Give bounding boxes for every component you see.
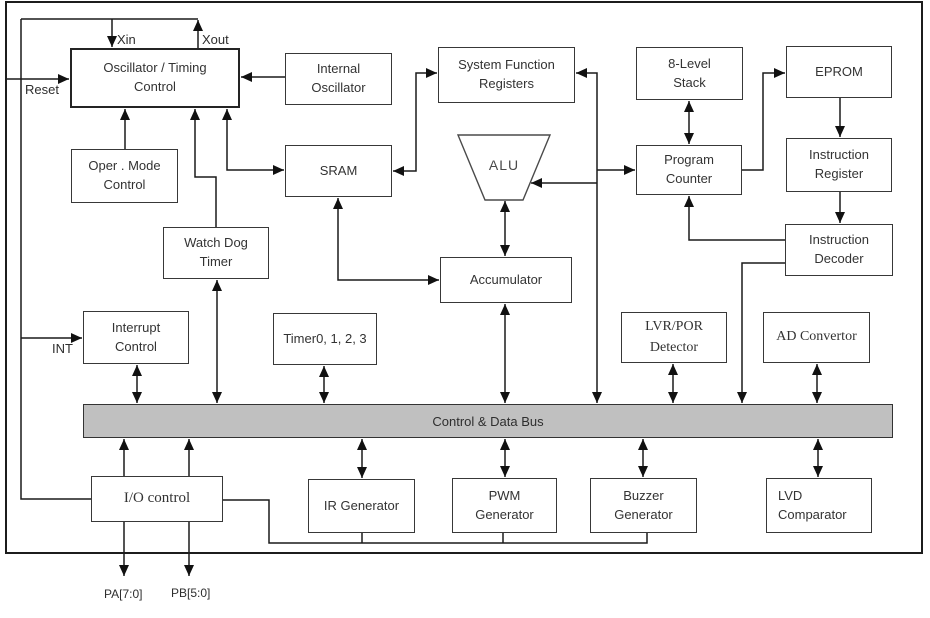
block-accumulator: Accumulator bbox=[440, 257, 572, 303]
block-eprom: EPROM bbox=[786, 46, 892, 98]
block-timer0123: Timer0, 1, 2, 3 bbox=[273, 313, 377, 365]
alu-shape bbox=[456, 134, 552, 201]
diagram-frame bbox=[5, 1, 923, 554]
pin-label-int: INT bbox=[52, 341, 73, 356]
block-alu-label: ALU bbox=[488, 157, 520, 173]
connector-sram-accumulator bbox=[333, 198, 439, 285]
block-ir-generator: IR Generator bbox=[308, 479, 415, 533]
connector-watchdog-osc bbox=[190, 109, 217, 227]
connector-instrdec-bus bbox=[737, 262, 785, 403]
pin-label-reset: Reset bbox=[25, 82, 59, 97]
connector-sram-sfr bbox=[393, 68, 437, 176]
block-ad-convertor: AD Convertor bbox=[763, 312, 870, 363]
connector-instrdec-pc bbox=[684, 196, 785, 241]
connector-iocontrol-generators bbox=[223, 499, 648, 544]
pin-label-pb: PB[5:0] bbox=[171, 586, 211, 600]
connector-osc-sram bbox=[222, 109, 284, 175]
connector-sfr-bus bbox=[576, 68, 602, 403]
connector-pin-trunk bbox=[20, 19, 91, 500]
block-io-control: I/O control bbox=[91, 476, 223, 522]
bus-label: Control & Data Bus bbox=[432, 413, 544, 429]
connector-pc-eprom bbox=[742, 68, 785, 171]
block-sram: SRAM bbox=[285, 145, 392, 197]
pin-label-xin: Xin bbox=[117, 32, 136, 47]
control-data-bus: Control & Data Bus bbox=[83, 404, 893, 438]
pin-label-pa: PA[7:0] bbox=[104, 587, 143, 601]
pin-label-xout: Xout bbox=[202, 32, 229, 47]
